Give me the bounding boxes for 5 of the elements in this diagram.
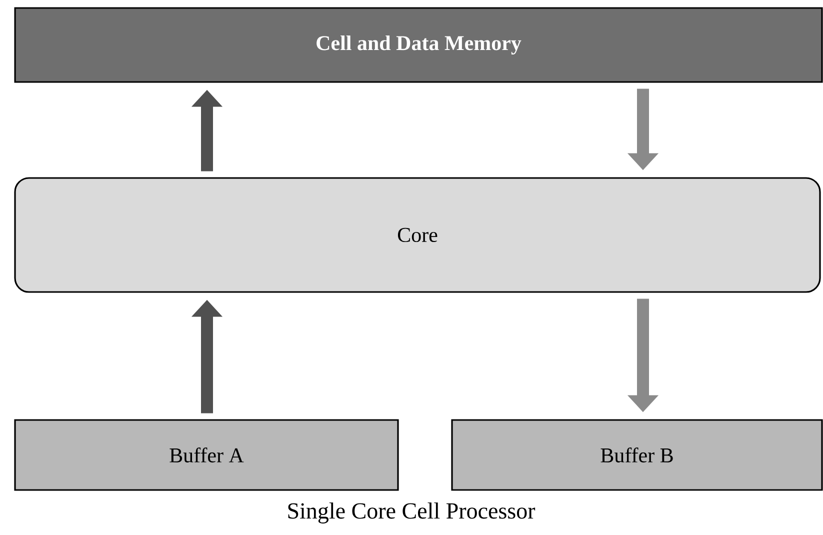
caption: Single Core Cell Processor bbox=[288, 502, 536, 524]
memory-box: Cell and Data Memory bbox=[14, 7, 823, 83]
core-box: Core bbox=[14, 177, 821, 293]
buffer-box: Buffer A bbox=[14, 419, 399, 491]
buffer-box: Buffer B bbox=[451, 419, 823, 491]
